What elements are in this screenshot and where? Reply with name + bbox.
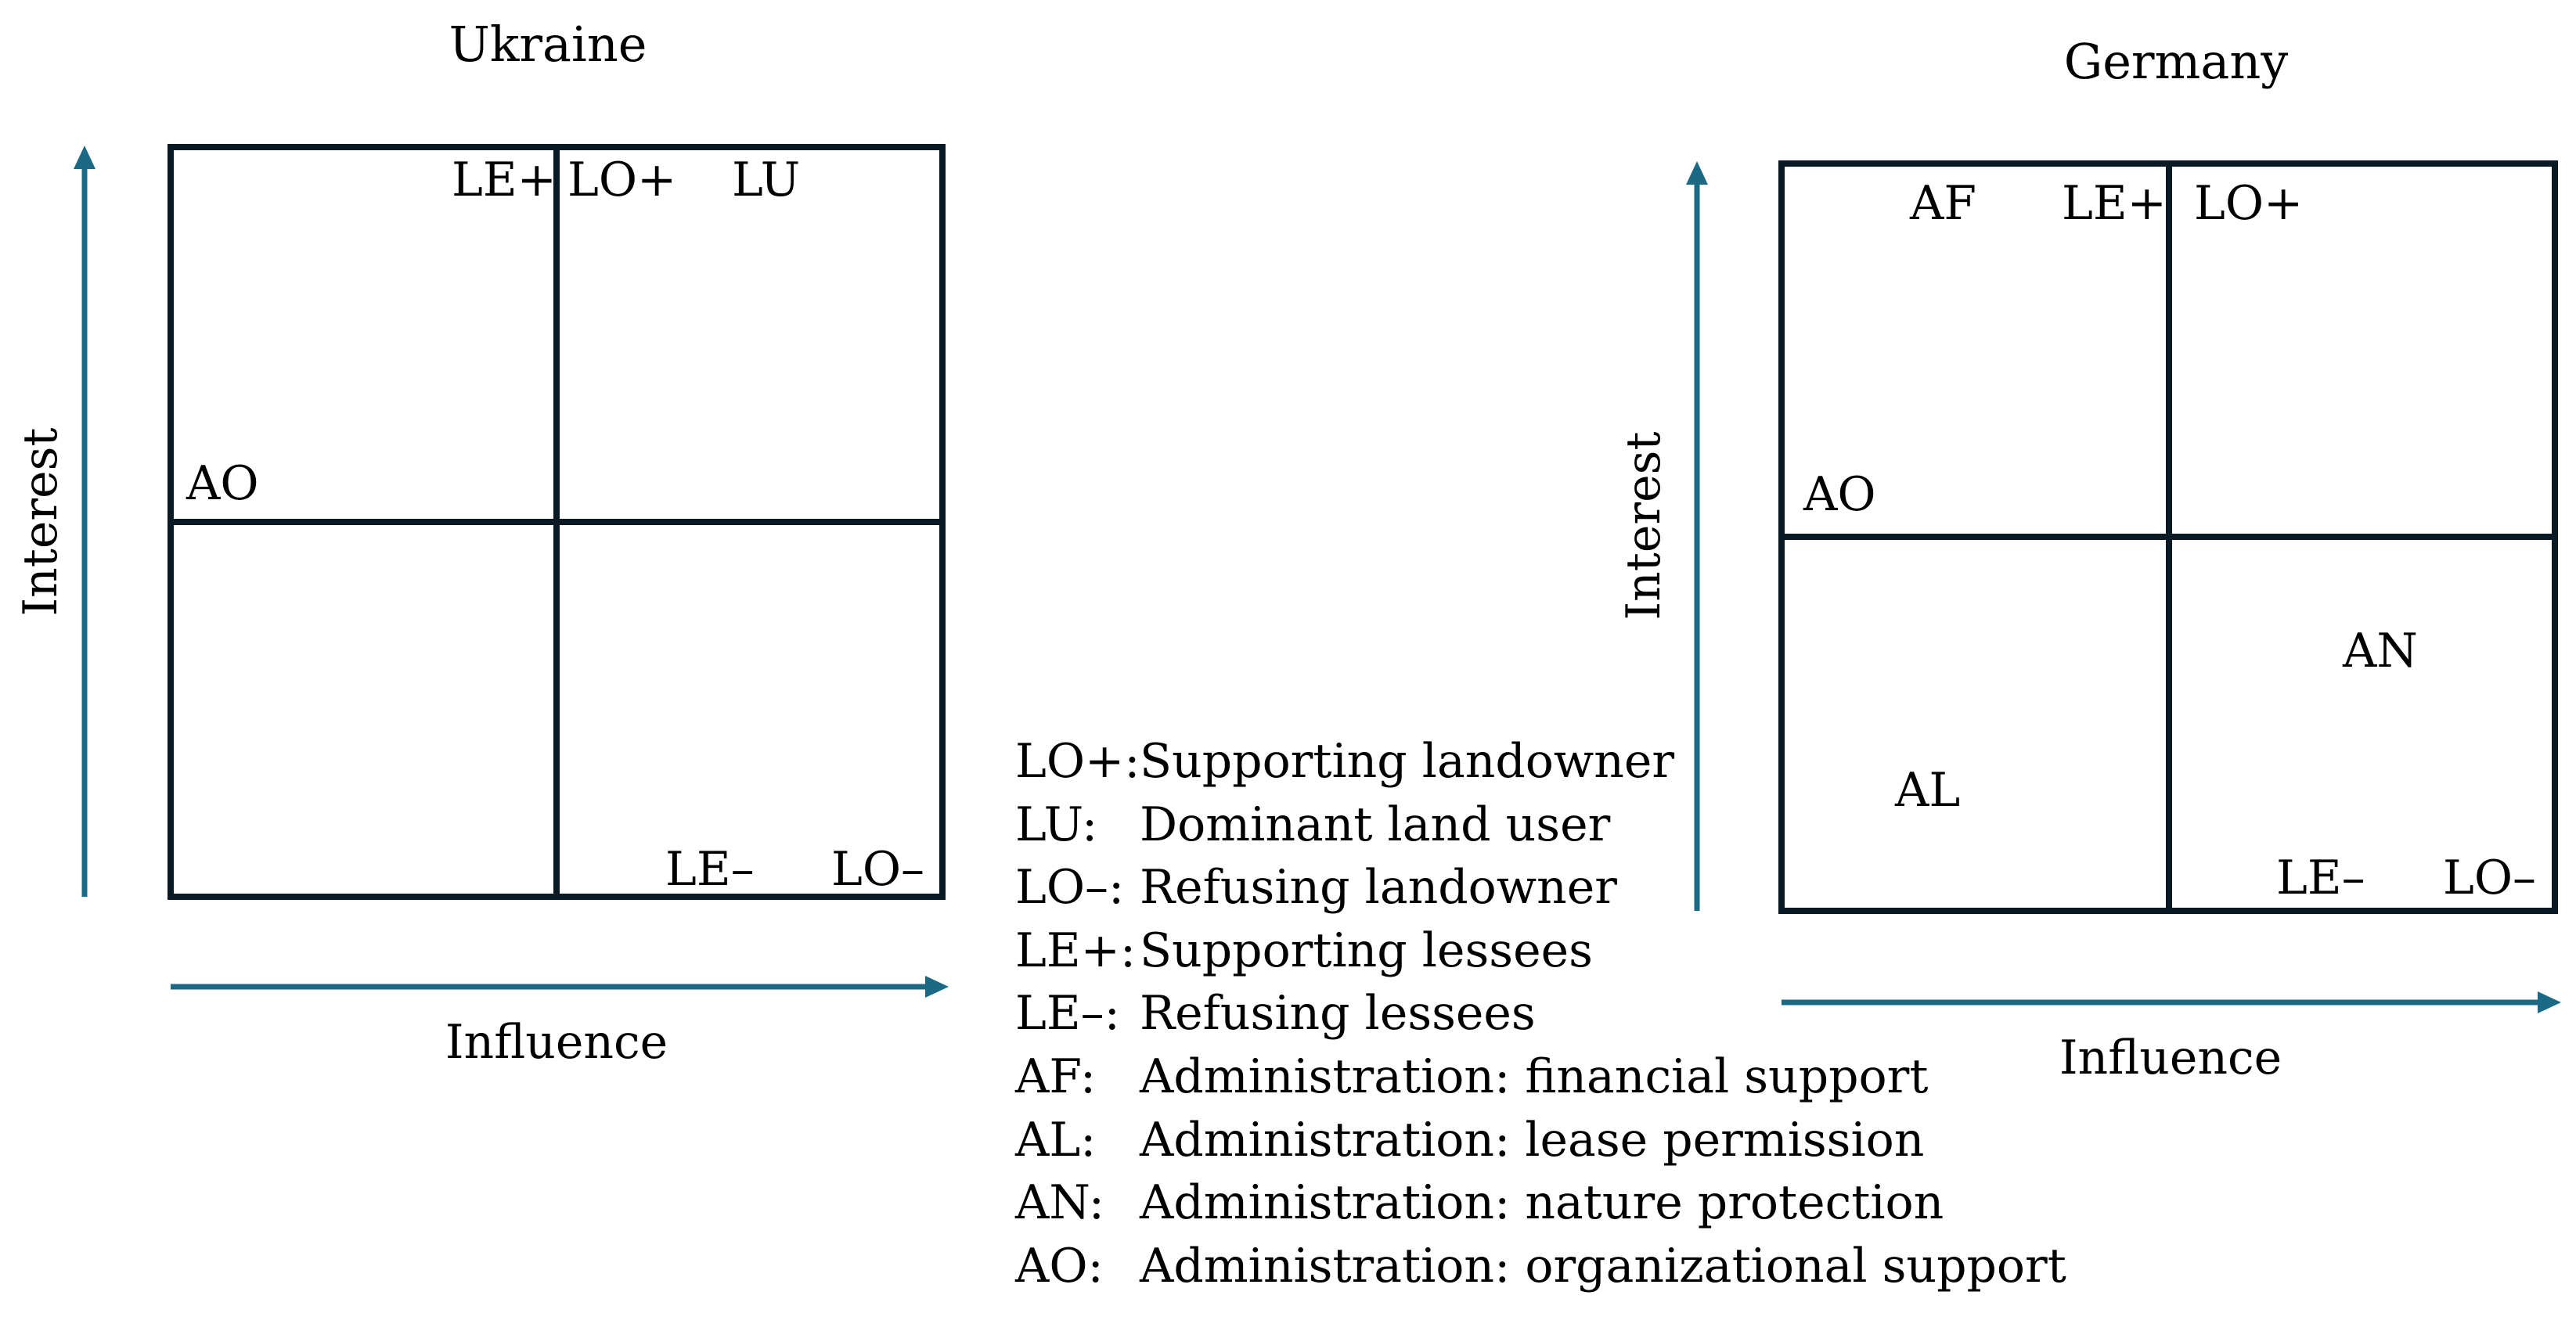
germany-stakeholder-lo-minus: LO– xyxy=(2443,851,2536,905)
germany-y-arrowhead-icon xyxy=(1686,161,1708,185)
legend-code: LE–: xyxy=(1015,986,1120,1041)
ukraine-title: Ukraine xyxy=(449,16,647,73)
ukraine-stakeholder-le-minus: LE– xyxy=(665,842,755,897)
legend-description: Supporting lessees xyxy=(1140,923,1593,978)
legend-description: Dominant land user xyxy=(1140,797,1611,852)
germany-stakeholder-an: AN xyxy=(2342,624,2418,678)
ukraine-y-label: Interest xyxy=(13,427,68,616)
ukraine-matrix: Ukraine Interest Influence LE+ LO+ LU AO… xyxy=(13,16,949,1070)
germany-stakeholder-ao: AO xyxy=(1803,467,1876,522)
germany-y-label: Interest xyxy=(1616,431,1671,620)
legend-code: LO+: xyxy=(1015,734,1140,789)
germany-x-label: Influence xyxy=(2059,1031,2282,1085)
ukraine-stakeholder-ao: AO xyxy=(186,456,259,511)
germany-stakeholder-le-minus: LE– xyxy=(2276,851,2365,905)
ukraine-y-arrowhead-icon xyxy=(74,146,95,169)
legend-description: Supporting landowner xyxy=(1140,734,1674,789)
legend-code: AN: xyxy=(1014,1175,1104,1230)
legend-description: Administration: lease permission xyxy=(1139,1113,1924,1167)
germany-stakeholder-af: AF xyxy=(1909,176,1976,231)
germany-title: Germany xyxy=(2064,33,2289,90)
ukraine-x-arrowhead-icon xyxy=(925,976,949,998)
germany-stakeholder-le-plus: LE+ xyxy=(2062,176,2167,231)
germany-matrix: Germany Interest Influence AF LE+ LO+ AO… xyxy=(1616,33,2561,1085)
germany-stakeholder-lo-plus: LO+ xyxy=(2194,176,2303,231)
legend-description: Administration: financial support xyxy=(1139,1049,1928,1104)
ukraine-stakeholder-le-plus: LE+ xyxy=(452,153,557,207)
legend-code: LE+: xyxy=(1015,923,1136,978)
legend-code: LO–: xyxy=(1015,860,1124,915)
ukraine-stakeholder-lo-plus: LO+ xyxy=(567,153,676,207)
ukraine-stakeholder-lo-minus: LO– xyxy=(831,842,924,897)
legend-description: Refusing lessees xyxy=(1140,986,1536,1041)
legend: LO+: Supporting landowner LU: Dominant l… xyxy=(1014,734,2066,1293)
legend-code: AF: xyxy=(1014,1049,1096,1104)
legend-code: AL: xyxy=(1014,1113,1096,1167)
germany-stakeholder-al: AL xyxy=(1894,763,1960,818)
ukraine-stakeholder-lu: LU xyxy=(732,153,800,207)
ukraine-x-label: Influence xyxy=(445,1015,668,1070)
legend-description: Administration: organizational support xyxy=(1139,1239,2066,1293)
legend-code: LU: xyxy=(1015,797,1097,852)
legend-code: AO: xyxy=(1014,1239,1104,1293)
legend-description: Refusing landowner xyxy=(1140,860,1617,915)
germany-x-arrowhead-icon xyxy=(2538,991,2561,1013)
legend-description: Administration: nature protection xyxy=(1139,1175,1944,1230)
